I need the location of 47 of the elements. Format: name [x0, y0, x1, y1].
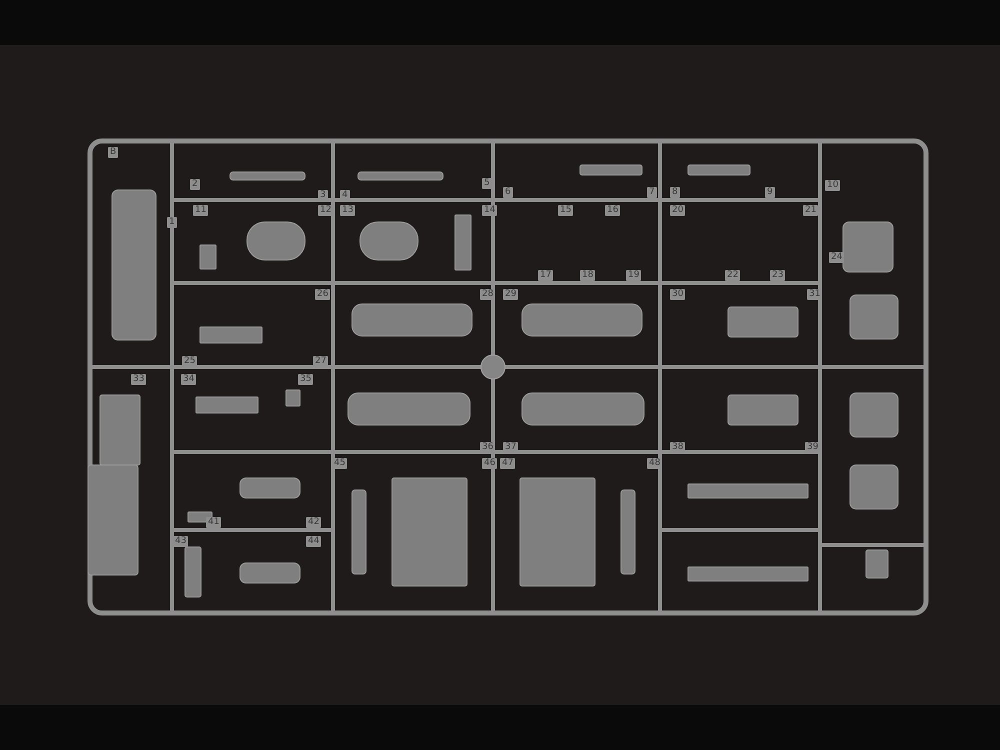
part-number: 33	[131, 374, 146, 385]
part-number: 38	[670, 442, 686, 453]
part-number: 8	[670, 187, 680, 198]
part-number: 17	[538, 270, 554, 281]
part-number: 13	[340, 205, 356, 216]
part-number: 9	[765, 187, 775, 198]
part-number: 23	[770, 270, 786, 281]
part-number: 39	[805, 442, 820, 453]
part-number: 41	[206, 517, 222, 528]
part-number: 45	[332, 458, 348, 469]
part-number: 44	[306, 536, 322, 547]
part-number: 48	[647, 458, 662, 469]
part-number: 22	[725, 270, 740, 281]
part-number: 46	[482, 458, 498, 469]
part-number: 28	[480, 289, 496, 300]
part-number: 24	[829, 252, 844, 263]
part-number: 15	[558, 205, 574, 216]
part-number: 34	[181, 374, 196, 385]
part-number: 6	[503, 187, 513, 198]
part-number: 27	[313, 356, 328, 367]
part-number: 36	[480, 442, 496, 453]
part-number: 35	[298, 374, 314, 385]
part-number: 10	[825, 180, 840, 191]
part-number: 14	[482, 205, 498, 216]
part-number: 16	[605, 205, 620, 216]
part-number: 11	[193, 205, 208, 216]
part-number: 42	[306, 517, 322, 528]
part-number: 26	[315, 289, 330, 300]
part-number: 25	[182, 356, 198, 367]
part-number: 7	[647, 187, 657, 198]
part-number: 31	[807, 289, 822, 300]
part-number: 47	[500, 458, 516, 469]
part-number: 1	[167, 217, 177, 228]
part-number: 29	[503, 289, 518, 300]
part-number: 18	[580, 270, 596, 281]
part-number: 5	[482, 178, 492, 189]
part-number: 20	[670, 205, 686, 216]
part-number: 3	[318, 190, 328, 201]
part-number: 30	[670, 289, 686, 300]
part-number: 2	[190, 179, 200, 190]
part-number: B	[108, 147, 118, 158]
part-number: 37	[503, 442, 518, 453]
part-number: 21	[803, 205, 818, 216]
part-number: 4	[340, 190, 350, 201]
part-number: 19	[626, 270, 642, 281]
part-number: 43	[173, 536, 188, 547]
part-number: 12	[318, 205, 334, 216]
